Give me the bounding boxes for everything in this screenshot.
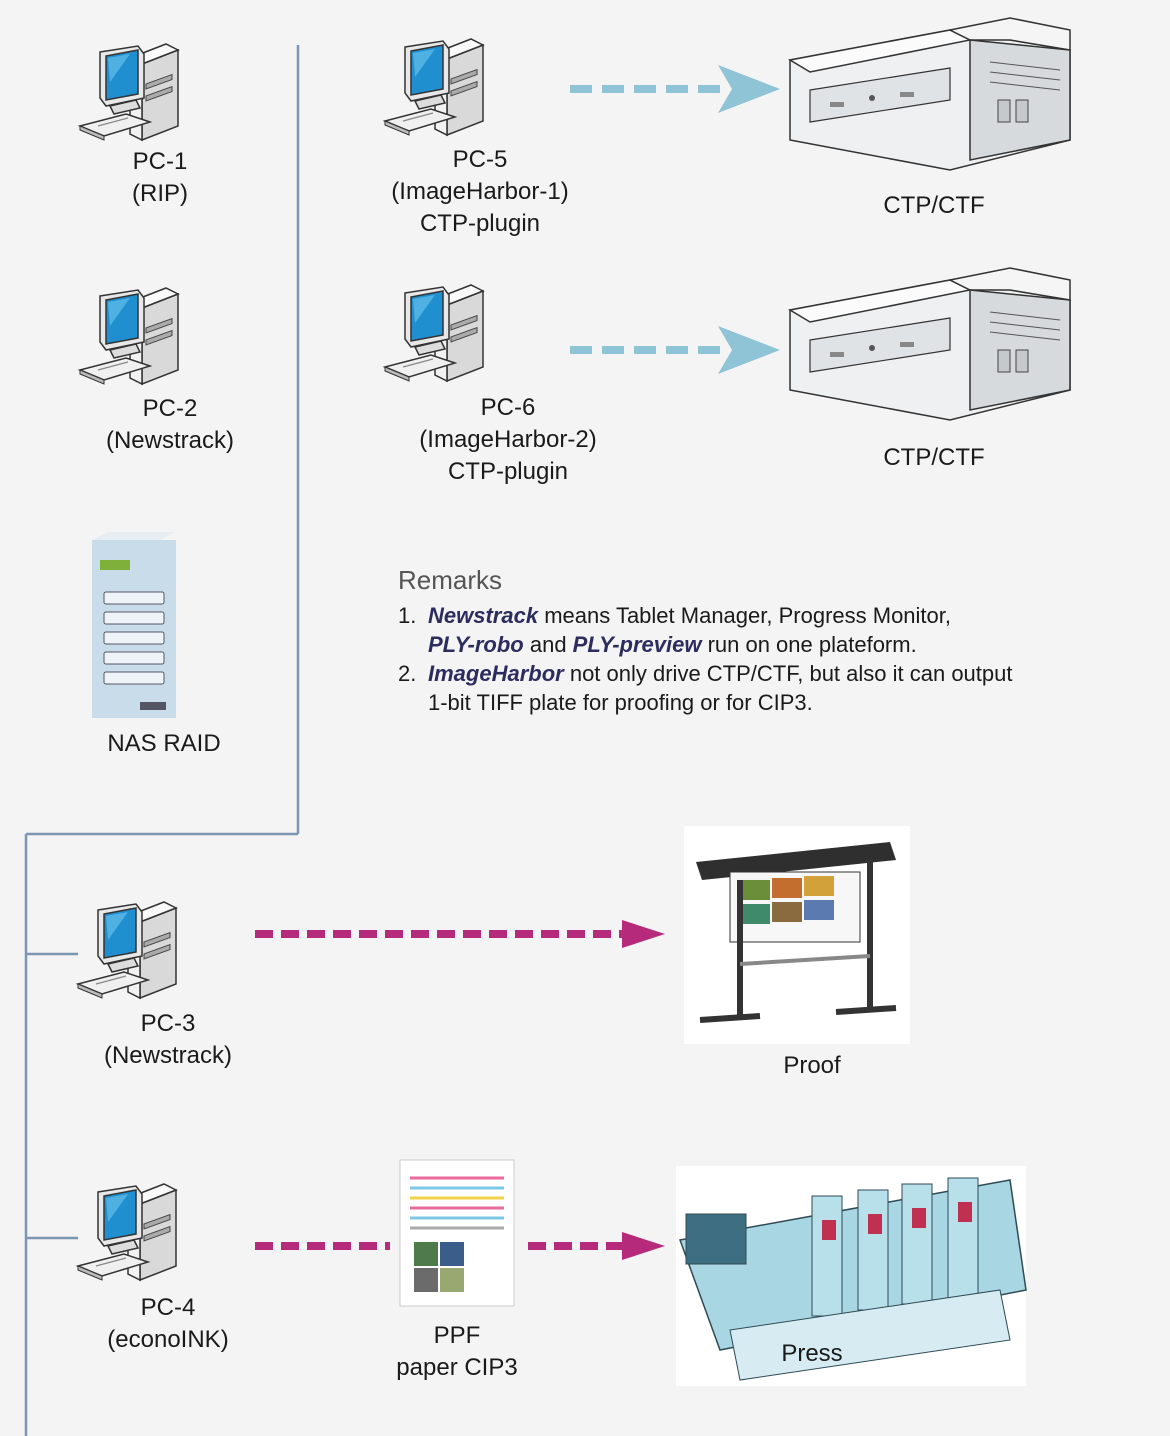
pc2-computer-icon xyxy=(79,287,179,385)
pc3-label: PC-3 (Newstrack) xyxy=(68,1008,268,1072)
ctp1-name: CTP/CTF xyxy=(883,192,985,219)
pc4-role: (econoINK) xyxy=(107,1326,229,1353)
pc5-label: PC-5 (ImageHarbor-1) CTP-plugin xyxy=(360,144,600,240)
pc2-label: PC-2 (Newstrack) xyxy=(70,393,270,457)
press-arrow-right xyxy=(528,1232,665,1260)
press-machine-icon xyxy=(676,1166,1027,1386)
ppf-sub: paper CIP3 xyxy=(396,1354,518,1381)
ppf-name: PPF xyxy=(433,1322,481,1349)
pc5-name: PC-5 xyxy=(452,146,508,173)
pc4-computer-icon xyxy=(77,1183,177,1281)
remark-1-text-a: means Tablet Manager, Progress Monitor, xyxy=(538,603,951,628)
pc6-role: (ImageHarbor-2) xyxy=(419,426,597,453)
remark-1-bold-newstrack: Newstrack xyxy=(428,603,539,628)
pc6-computer-icon xyxy=(384,284,484,382)
proof-arrow xyxy=(255,920,665,948)
remark-item-1: 1. Newstrack means Tablet Manager, Progr… xyxy=(398,601,1012,659)
ctp1-label: CTP/CTF xyxy=(834,190,1034,222)
remark-1-bold-ply-robo: PLY-robo xyxy=(428,632,524,657)
remark-2-bold-imageharbor: ImageHarbor xyxy=(428,661,564,686)
proof-plotter-icon xyxy=(684,826,910,1044)
pc5-role: (ImageHarbor-1) xyxy=(391,178,569,205)
pc2-role: (Newstrack) xyxy=(105,427,234,454)
ctp-device-icon-1 xyxy=(789,17,1071,171)
ppf-label: PPF paper CIP3 xyxy=(357,1320,557,1384)
pc6-name: PC-6 xyxy=(480,394,536,421)
pc1-name: PC-1 xyxy=(132,148,188,175)
ctp2-label: CTP/CTF xyxy=(834,442,1034,474)
remarks-title: Remarks xyxy=(398,565,503,595)
pc3-role: (Newstrack) xyxy=(103,1042,232,1069)
ctp-device-icon-2 xyxy=(789,267,1071,421)
ctp-arrow-2 xyxy=(570,326,780,374)
remark-2-text-a: not only drive CTP/CTF, but also it can … xyxy=(563,661,1013,686)
ppf-paper-icon xyxy=(399,1159,515,1307)
proof-name: Proof xyxy=(783,1052,841,1079)
pc6-extra: CTP-plugin xyxy=(447,458,569,485)
pc5-computer-icon xyxy=(384,38,484,136)
remark-1-bold-ply-preview: PLY-preview xyxy=(572,632,702,657)
ctp-arrow-1 xyxy=(570,65,780,113)
nas-label: NAS RAID xyxy=(64,728,264,760)
remarks-block: Remarks 1. Newstrack means Tablet Manage… xyxy=(398,566,1012,717)
pc6-label: PC-6 (ImageHarbor-2) CTP-plugin xyxy=(388,392,628,488)
pc1-label: PC-1 (RIP) xyxy=(70,146,250,210)
pc1-computer-icon xyxy=(79,43,179,141)
remark-2-text-b: 1-bit TIFF plate for proofing or for CIP… xyxy=(428,690,813,715)
pc4-name: PC-4 xyxy=(140,1294,196,1321)
pc4-label: PC-4 (econoINK) xyxy=(68,1292,268,1356)
proof-label: Proof xyxy=(712,1050,912,1082)
pc2-name: PC-2 xyxy=(142,395,198,422)
remark-1-text-c: run on one plateform. xyxy=(701,632,917,657)
remark-2-number: 2. xyxy=(398,661,417,686)
nas-name: NAS RAID xyxy=(107,730,221,757)
pc3-name: PC-3 xyxy=(140,1010,196,1037)
remark-1-number: 1. xyxy=(398,603,417,628)
remark-1-text-b: and xyxy=(523,632,573,657)
nas-raid-icon xyxy=(92,532,176,718)
pc5-extra: CTP-plugin xyxy=(419,210,541,237)
pc3-computer-icon xyxy=(77,901,177,999)
press-name: Press xyxy=(781,1340,843,1367)
remark-item-2: 2. ImageHarbor not only drive CTP/CTF, b… xyxy=(398,659,1012,717)
network-line xyxy=(24,45,300,1436)
press-label: Press xyxy=(712,1338,912,1370)
ctp2-name: CTP/CTF xyxy=(883,444,985,471)
pc1-role: (RIP) xyxy=(132,180,188,207)
